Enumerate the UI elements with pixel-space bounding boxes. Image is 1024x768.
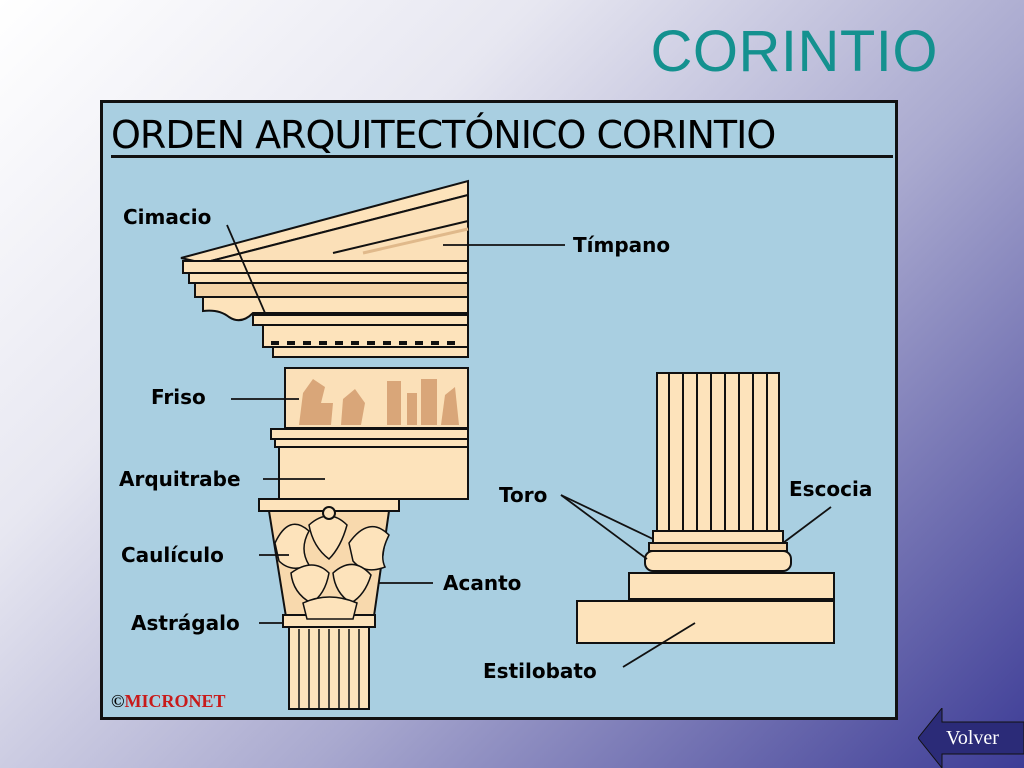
label-caulicolo: Caulículo bbox=[121, 543, 224, 567]
copyright-brand: MICRONET bbox=[124, 691, 226, 711]
label-estilobato: Estilobato bbox=[483, 659, 597, 683]
base-torus bbox=[644, 550, 792, 572]
base-scotia bbox=[648, 542, 788, 552]
architrave-mid bbox=[274, 438, 469, 448]
architrave-body bbox=[278, 446, 469, 500]
architrave-top bbox=[270, 428, 469, 440]
heading-underline bbox=[111, 155, 893, 158]
stylobate bbox=[576, 600, 835, 644]
label-arquitrabe: Arquitrabe bbox=[119, 467, 241, 491]
slide-title: CORINTIO bbox=[650, 19, 938, 84]
label-cimacio: Cimacio bbox=[123, 205, 212, 229]
leader-lines bbox=[226, 224, 832, 668]
cymatium-molding bbox=[202, 296, 469, 322]
acanthus-leaves bbox=[274, 515, 390, 620]
frieze-figures bbox=[299, 379, 459, 425]
diagram-heading: ORDEN ARQUITECTÓNICO CORINTIO bbox=[111, 113, 776, 157]
label-friso: Friso bbox=[151, 385, 206, 409]
copyright-notice: ©MICRONET bbox=[111, 691, 225, 712]
back-button[interactable]: Volver bbox=[918, 708, 1024, 768]
column-base bbox=[576, 372, 835, 644]
copyright-symbol: © bbox=[111, 691, 125, 711]
label-timpano: Tímpano bbox=[573, 233, 671, 257]
label-acanto: Acanto bbox=[443, 571, 522, 595]
cornice-band-5 bbox=[272, 346, 469, 358]
diagram-panel: ORDEN ARQUITECTÓNICO CORINTIO bbox=[100, 100, 898, 720]
cornice-band-3 bbox=[194, 282, 469, 298]
cornice-band-1 bbox=[182, 260, 469, 274]
label-escocia: Escocia bbox=[789, 477, 873, 501]
cornice-band-2 bbox=[188, 272, 469, 284]
cornice-band-4 bbox=[252, 314, 469, 326]
back-arrow-icon bbox=[918, 708, 1024, 768]
base-fillet bbox=[652, 530, 784, 544]
corinthian-order-illustration bbox=[180, 179, 835, 710]
base-plinth bbox=[628, 572, 835, 600]
label-toro: Toro bbox=[499, 483, 548, 507]
right-column-shaft bbox=[656, 372, 780, 532]
label-astragalo: Astrágalo bbox=[131, 611, 240, 635]
back-button-label: Volver bbox=[946, 727, 999, 749]
